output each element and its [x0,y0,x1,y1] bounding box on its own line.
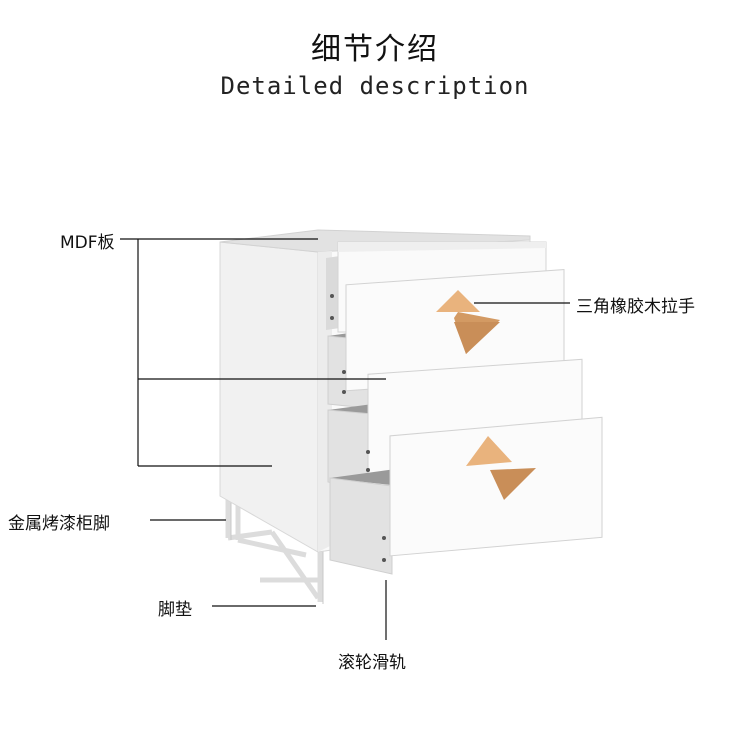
callout-lines [120,238,570,640]
callout-pad-label: 脚垫 [158,600,192,620]
drawer-4 [329,416,603,575]
page-subtitle: Detailed description [220,72,530,100]
wood-handle-1 [436,290,500,354]
page-title: 细节介绍 [311,32,439,67]
callout-mdf-label: MDF板 [60,233,115,253]
cabinet-top [219,229,531,253]
callout-handle-label: 三角橡胶木拉手 [576,297,695,317]
callout-slide-label: 滚轮滑轨 [338,653,406,673]
wood-handle-2 [466,436,536,500]
cabinet-side [219,241,319,553]
callout-legs-label: 金属烤漆柜脚 [8,514,110,534]
